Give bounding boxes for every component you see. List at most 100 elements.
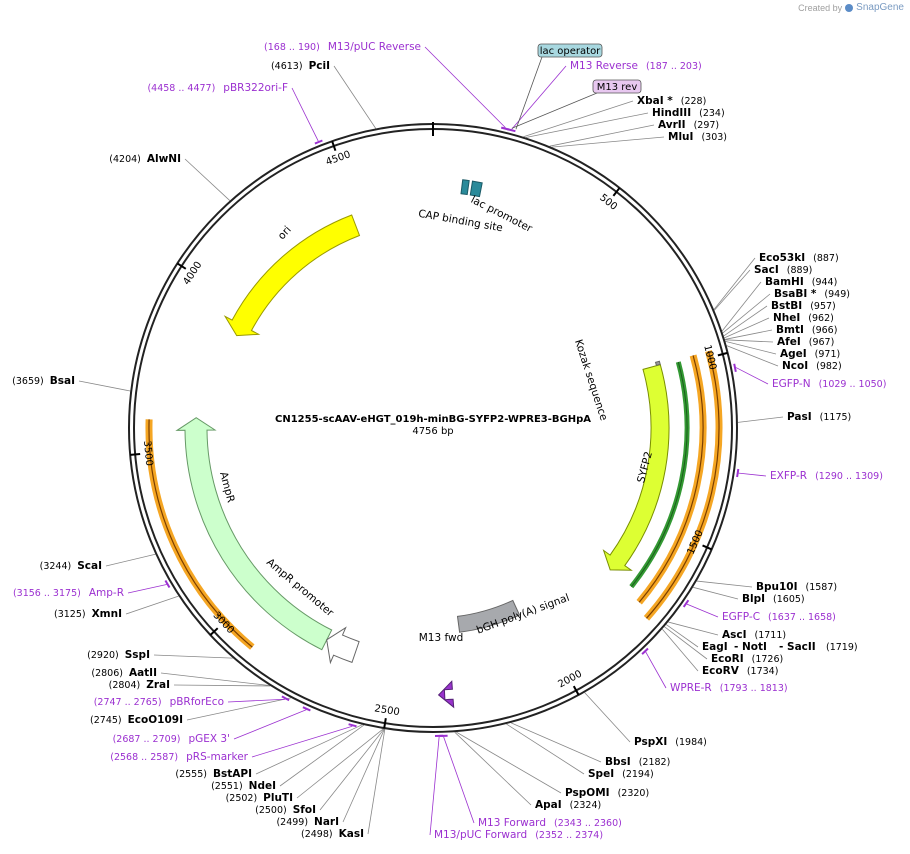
site-leader-line <box>296 728 384 799</box>
site-position: (2324) <box>570 800 602 811</box>
site-leader-line <box>692 586 739 600</box>
site-name: MluI <box>668 131 693 143</box>
site-position: (303) <box>701 132 727 143</box>
site-name: BbsI <box>605 756 631 768</box>
site-name: PluTI <box>263 792 293 804</box>
site-position: (2194) <box>622 769 654 780</box>
site-position: (1711) <box>755 630 787 641</box>
site-position: (3659) <box>12 376 44 387</box>
primer-mark <box>682 599 690 608</box>
site-name: PasI <box>787 411 812 423</box>
boxed-label-bg <box>592 79 642 94</box>
site-position: (1984) <box>675 737 707 748</box>
tick-mark <box>612 187 621 197</box>
site-agei: AgeI(971) <box>780 348 840 360</box>
site-name: EcoRV <box>702 665 740 677</box>
site-leader-line <box>510 722 602 763</box>
primer-pbrforeco: pBRforEco (2747 .. 2765) <box>94 696 224 708</box>
tick-label: 2000 <box>556 669 584 691</box>
primer-egfp-n: EGFP-N(1029 .. 1050) <box>772 378 886 390</box>
site-position: (3125) <box>54 609 86 620</box>
site-bstbi: BstBI(957) <box>771 300 836 312</box>
site-pluti: PluTI (2502) <box>226 792 293 804</box>
tick-label: 1500 <box>686 529 706 557</box>
primer-prs-marker: pRS-marker(2568 .. 2587) <box>110 751 248 763</box>
site-position: (2806) <box>91 668 123 679</box>
credit-brand: SnapGene <box>856 2 904 13</box>
tick-mark <box>717 351 728 357</box>
app-credit: Created by SnapGene <box>798 2 904 13</box>
site-name: KasI <box>339 828 364 840</box>
site-name: NheI <box>773 312 800 324</box>
site-position: (887) <box>813 253 839 264</box>
site-name: ZraI <box>146 679 170 691</box>
primer-leader-line <box>424 46 506 128</box>
primer-m13-forward: M13 Forward(2343 .. 2360) <box>478 817 622 829</box>
site-name: ScaI <box>77 560 102 572</box>
primer-range: (1290 .. 1309) <box>815 471 883 482</box>
m13-fwd-label: M13 fwd <box>419 632 464 644</box>
primer-range: (2687 .. 2709) <box>113 734 181 745</box>
site-leader-line <box>724 329 773 340</box>
primer-m13-puc-forward: M13/pUC Forward(2352 .. 2374) <box>434 829 603 841</box>
site-pasi: PasI (1175) <box>787 411 851 423</box>
site-spei: SpeI (2194) <box>588 768 654 780</box>
tick-label: 4500 <box>324 149 352 168</box>
site-position: (4204) <box>109 154 141 165</box>
primer-amp-r: Amp-R(3156 .. 3175) <box>13 587 124 599</box>
boxed-leader-line <box>515 56 543 130</box>
primer-name: EGFP-C <box>722 611 760 623</box>
site-position: (2502) <box>226 793 258 804</box>
site-kasi: KasI(2498) <box>301 828 364 840</box>
primer-m13-puc-reverse: M13/pUC Reverse(168 .. 190) <box>264 41 421 53</box>
site-xmni: XmnI(3125) <box>54 608 122 620</box>
primer-egfp-c: EGFP-C(1637 .. 1658) <box>722 611 836 623</box>
primer-name: pBR322ori-F <box>223 82 288 94</box>
site-leader-line <box>721 281 762 332</box>
site-pspomi: PspOMI (2320) <box>565 787 649 799</box>
site-name: ApaI <box>535 799 562 811</box>
site-position: (3244) <box>40 561 72 572</box>
primer-pbr322ori-f: pBR322ori-F(4458 .. 4477) <box>147 82 288 94</box>
site-part: (1719) <box>826 642 858 653</box>
site-leader-line <box>186 697 291 721</box>
site-position: (228) <box>681 96 707 107</box>
site-name: EcoRI <box>711 653 744 665</box>
site-name: BstAPI <box>213 768 252 780</box>
site-position: (2320) <box>618 788 650 799</box>
site-name: AfeI <box>777 336 801 348</box>
site-position: (967) <box>809 337 835 348</box>
site-leader-line <box>173 684 271 687</box>
site-position: (2551) <box>211 781 243 792</box>
primer-name: pBRforEco <box>170 696 224 708</box>
site-name: SfoI <box>293 804 316 816</box>
lac-promoter-arrow <box>469 180 483 198</box>
orange-band-outer-core <box>646 350 720 619</box>
primer-mark <box>281 695 290 702</box>
site-leader-line <box>724 317 770 339</box>
site-leader-line <box>713 257 756 310</box>
site-alwni: AlwNI(4204) <box>109 153 181 165</box>
site-name: SpeI <box>588 768 614 780</box>
syfp2-arrow <box>602 363 670 571</box>
site-ndei: NdeI(2551) <box>211 780 276 792</box>
primer-range: (2568 .. 2587) <box>110 752 178 763</box>
site-name: EcoO109I <box>128 714 183 726</box>
site-name: PspXI <box>634 736 667 748</box>
tick-label: 3500 <box>141 440 154 466</box>
kozak-sequence-label: Kozak sequence <box>572 338 610 422</box>
site-xbai: XbaI *(228) <box>637 95 706 107</box>
primer-exfp-r: EXFP-R(1290 .. 1309) <box>770 470 883 482</box>
site-position: (2745) <box>90 715 122 726</box>
site-eagi-noti-sacii: EagI- NotI- SacII(1719) <box>702 641 858 653</box>
site-leader-line <box>724 339 774 343</box>
site-leader-line <box>333 65 377 129</box>
primer-leader-line <box>645 651 667 689</box>
site-position: (1175) <box>820 412 852 423</box>
primer-range: (2747 .. 2765) <box>94 697 162 708</box>
primer-name: pGEX 3' <box>188 733 230 745</box>
site-name: PspOMI <box>565 787 610 799</box>
tick-label: 1000 <box>701 344 718 371</box>
primer-leader-line <box>735 367 769 385</box>
